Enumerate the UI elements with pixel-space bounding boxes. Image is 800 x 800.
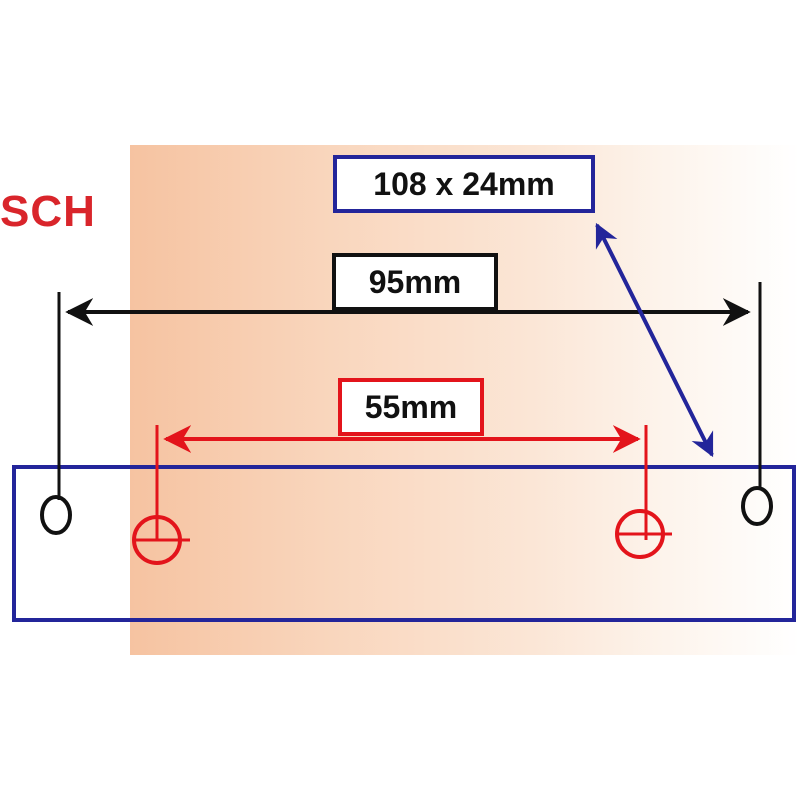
inner-hole-right bbox=[615, 509, 672, 559]
part-outline bbox=[12, 465, 796, 622]
overall-size-leader-arrow bbox=[595, 222, 714, 458]
outer-hole-right bbox=[741, 486, 773, 526]
outer-hole-left bbox=[40, 495, 72, 535]
overall-size-label: 108 x 24mm bbox=[333, 155, 595, 213]
outer-hole-distance-label: 95mm bbox=[332, 253, 498, 311]
brand-logo-fragment: SCH bbox=[0, 187, 96, 236]
inner-hole-left bbox=[132, 515, 190, 565]
inner-hole-distance-label: 55mm bbox=[338, 378, 484, 436]
